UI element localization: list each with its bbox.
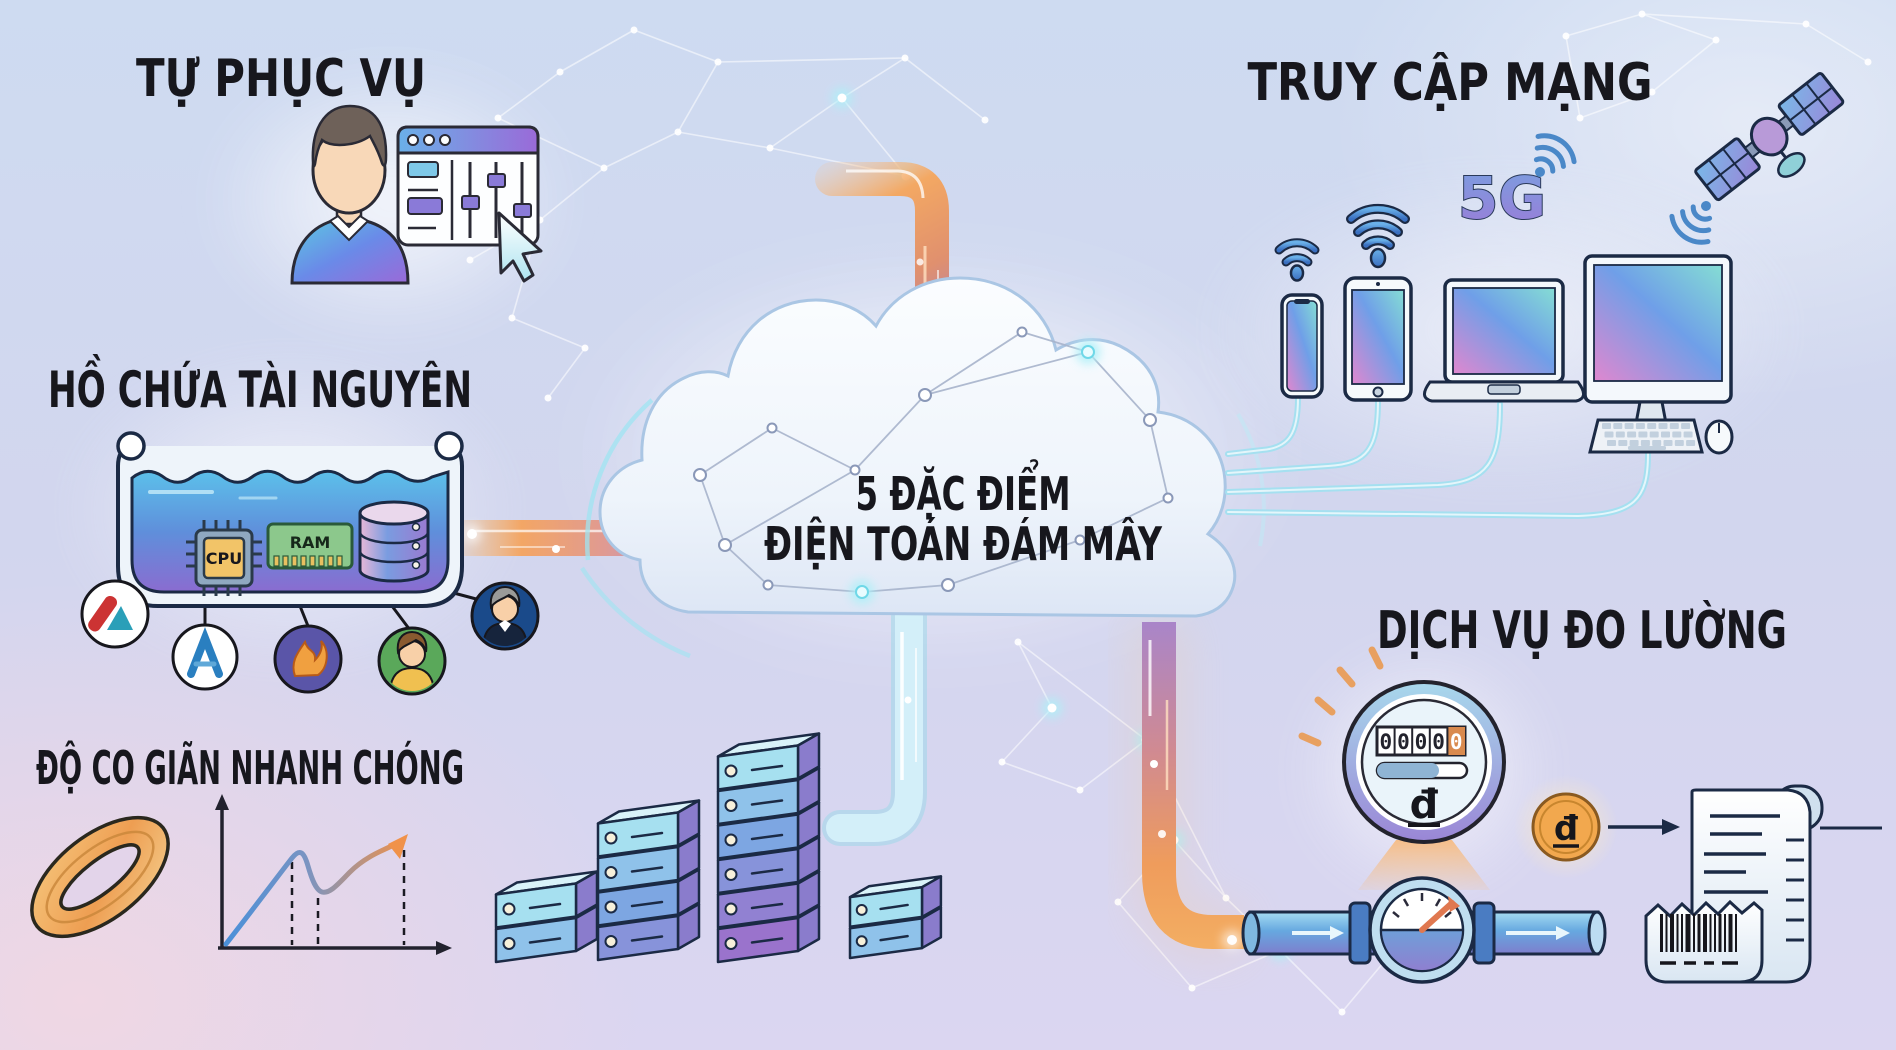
meter-digit-active: 0 <box>1450 730 1463 754</box>
mouse-icon <box>1704 419 1734 455</box>
coin-icon: đ <box>1531 792 1601 862</box>
server-stacks-icon <box>494 732 943 964</box>
meter-currency: đ <box>1410 782 1439 828</box>
section-resource-pool: HỒ CHỨA TÀI NGUYÊN CPU <box>48 354 540 696</box>
desktop-icon <box>1583 254 1734 455</box>
5g-badge: 5G <box>1457 133 1577 233</box>
logo-a-icon <box>171 623 239 691</box>
logo-delta-icon <box>80 579 150 649</box>
meter-progress-fill <box>1377 763 1439 778</box>
pipe-cyan-down <box>822 598 927 846</box>
device-cables <box>1225 395 1651 520</box>
cloud-arc <box>1236 412 1266 547</box>
cpu-label: CPU <box>206 549 242 568</box>
light-cone <box>1358 840 1490 890</box>
cloud-shape <box>598 276 1237 618</box>
cpu-chip-icon: CPU <box>186 520 262 596</box>
resource-tank-icon: CPU RAM <box>116 431 464 608</box>
section-title-self-service: TỰ PHỤC VỤ <box>136 49 426 109</box>
section-title-measured-service: DỊCH VỤ ĐO LƯỜNG <box>1377 599 1787 661</box>
pink-glow <box>0 580 640 1050</box>
meter-digit: 0 <box>1432 730 1445 754</box>
cloud-title-line1: 5 ĐẶC ĐIỂM <box>856 459 1071 521</box>
svg-text:5G: 5G <box>1458 164 1546 232</box>
section-self-service: TỰ PHỤC VỤ <box>136 49 543 285</box>
billing-arrow-icon <box>1608 819 1680 835</box>
smartphone-icon <box>1280 293 1324 399</box>
section-measured-service: DỊCH VỤ ĐO LƯỜNG <box>1241 599 1882 984</box>
section-network-access: TRUY CẬP MẠNG <box>1225 52 1845 520</box>
wifi-icon-large <box>1346 203 1410 269</box>
cloud-arc <box>580 566 691 659</box>
5g-signal-icon <box>1533 133 1577 177</box>
coin-currency: đ <box>1554 809 1579 849</box>
meter-digit: 0 <box>1379 730 1392 754</box>
meter-digit: 0 <box>1415 730 1428 754</box>
logo-flame-icon <box>273 624 343 694</box>
cloud-arc <box>585 398 654 561</box>
user-avatar-green <box>377 626 447 696</box>
section-title-rapid-elasticity: ĐỘ CO GIÃN NHANH CHÓNG <box>36 740 464 795</box>
growth-chart-icon <box>215 794 452 955</box>
meter-digit-window: 0 0 0 0 0 <box>1375 725 1467 757</box>
tablet-icon <box>1343 276 1413 402</box>
section-rapid-elasticity: ĐỘ CO GIÃN NHANH CHÓNG <box>30 732 943 964</box>
satellite-icon <box>1669 72 1845 245</box>
rubber-band-icon <box>30 815 170 939</box>
database-icon <box>358 500 430 583</box>
barcode <box>1660 914 1737 952</box>
ram-icon: RAM <box>266 522 354 570</box>
valve-gauge-icon <box>1368 876 1476 984</box>
laptop-icon <box>1423 278 1585 403</box>
cloud-inner-network <box>693 326 1174 604</box>
person-icon <box>290 104 410 285</box>
cursor-icon <box>497 211 543 283</box>
section-title-resource-pool: HỒ CHỨA TÀI NGUYÊN <box>48 354 472 419</box>
cloud: 5 ĐẶC ĐIỂM ĐIỆN TOÁN ĐÁM MÂY <box>580 276 1266 659</box>
pipe-orange-right <box>1132 622 1244 959</box>
section-title-network-access: TRUY CẬP MẠNG <box>1248 52 1653 113</box>
keyboard-icon <box>1588 418 1704 454</box>
meter-rays-icon <box>1298 646 1384 747</box>
cloud-title-line2: ĐIỆN TOÁN ĐÁM MÂY <box>764 517 1163 571</box>
user-avatar-navy <box>470 581 540 651</box>
meter-digit: 0 <box>1397 730 1410 754</box>
usage-meter-icon: 0 0 0 0 0 đ <box>1342 680 1506 844</box>
ram-label: RAM <box>290 533 331 552</box>
wifi-icon-small <box>1274 238 1320 282</box>
receipt-icon <box>1644 784 1882 984</box>
satellite-signal-icon <box>1669 201 1713 245</box>
